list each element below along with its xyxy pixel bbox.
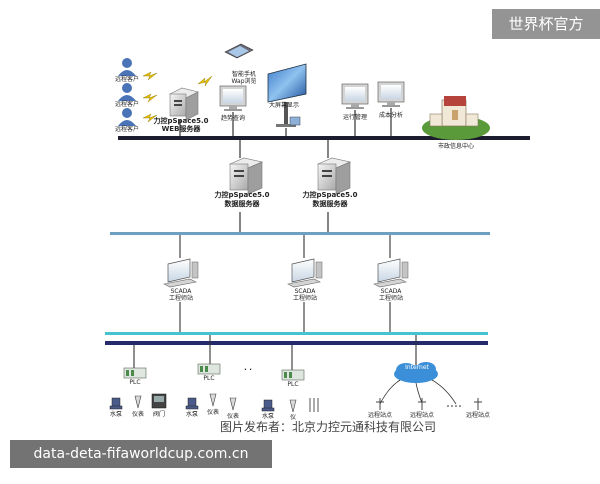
more-plcs-ellipsis: · ·	[244, 366, 252, 374]
cost-accounting-label: 成本分析	[378, 112, 403, 119]
plc-label: PLC	[129, 379, 141, 386]
scada-workstation-2	[287, 258, 323, 288]
equipment-rack-icon	[309, 398, 319, 412]
remote-station-label: 远程站点	[367, 412, 392, 419]
internet-cloud-icon	[394, 362, 438, 383]
top-network-bus	[118, 136, 530, 140]
scada-label: SCADA	[380, 288, 402, 295]
instrument-label: 仪表	[206, 409, 219, 416]
instrument-icon	[134, 393, 297, 413]
pump-label: 水泵	[185, 411, 198, 418]
city-info-center-building	[422, 96, 490, 140]
data-server-sub-label: 数据服务器	[312, 200, 348, 208]
remote-client-3	[118, 108, 136, 126]
scada-sub-label: 工程师站	[378, 295, 403, 302]
scada-workstation-1	[163, 258, 199, 288]
plc-label: PLC	[203, 375, 215, 382]
remote-station-label: 远程站点	[465, 412, 490, 419]
remote-client-label: 远程客户	[114, 101, 139, 108]
plc-links	[133, 335, 417, 370]
big-screen-label: 大屏幕显示	[268, 102, 299, 109]
data-server-sub-label: 数据服务器	[224, 200, 260, 208]
internet-label: Internet	[405, 364, 429, 371]
valve-icon	[151, 393, 167, 409]
cost-analysis-monitor	[377, 81, 405, 107]
lightning-icon	[142, 71, 213, 123]
big-screen-display	[267, 63, 307, 127]
pump-label: 水泵	[109, 411, 122, 418]
remote-station-label: 远程站点	[409, 412, 434, 419]
plc-label: PLC	[287, 381, 299, 388]
instrument-label: 仪	[289, 414, 296, 421]
remote-client-label: 远程客户	[114, 76, 139, 83]
top-drop-lines	[179, 108, 392, 136]
pump-label: 水泵	[261, 413, 274, 420]
remote-client-label: 远程客户	[114, 126, 139, 133]
data-server-label: 力控pSpace5.0	[302, 191, 358, 199]
trend-query-label: 趋势查询	[220, 115, 245, 122]
smartphone-sub-label: Wap浏览	[231, 78, 257, 85]
scada-sub-label: 工程师站	[292, 295, 317, 302]
instrument-label: 仪表	[226, 413, 239, 420]
watermark-badge-top: 世界杯官方	[492, 9, 600, 39]
web-server-label: 力控pSpace5.0	[153, 117, 209, 125]
smartphone-icon	[224, 43, 254, 59]
field-network-bus	[105, 332, 488, 345]
ops-mgmt-monitor	[341, 83, 369, 109]
ops-mgmt-label: 运行管理	[342, 114, 367, 121]
server-network-bus	[110, 232, 490, 235]
plc-1	[123, 367, 147, 379]
plc-3	[281, 369, 305, 381]
pump-icon	[109, 397, 275, 412]
watermark-url-bottom: data-deta-fifaworldcup.com.cn	[10, 440, 272, 468]
smartphone-label: 智能手机	[231, 71, 256, 78]
web-server	[169, 87, 199, 121]
data-server-label: 力控pSpace5.0	[214, 191, 270, 199]
remote-ellipsis	[447, 405, 461, 407]
instrument-label: 仪表	[131, 411, 144, 418]
data-server-a	[229, 157, 263, 195]
scada-label: SCADA	[294, 288, 316, 295]
web-server-sub-label: WEB服务器	[161, 125, 201, 133]
image-credit: 图片发布者：北京力控元通科技有限公司	[220, 420, 437, 434]
server-links	[239, 140, 329, 232]
city-info-center-label: 市政信息中心	[437, 143, 474, 150]
remote-client-2	[118, 83, 136, 101]
data-server-b	[317, 157, 351, 195]
trend-query-monitor	[219, 85, 247, 111]
scada-links	[179, 235, 391, 334]
remote-station-links	[379, 379, 457, 405]
scada-sub-label: 工程师站	[168, 295, 193, 302]
scada-workstation-3	[373, 258, 409, 288]
remote-client-1	[118, 58, 136, 76]
antenna-icon	[376, 398, 482, 410]
valve-label: 阀门	[152, 411, 165, 418]
plc-2	[197, 363, 221, 375]
scada-label: SCADA	[170, 288, 192, 295]
